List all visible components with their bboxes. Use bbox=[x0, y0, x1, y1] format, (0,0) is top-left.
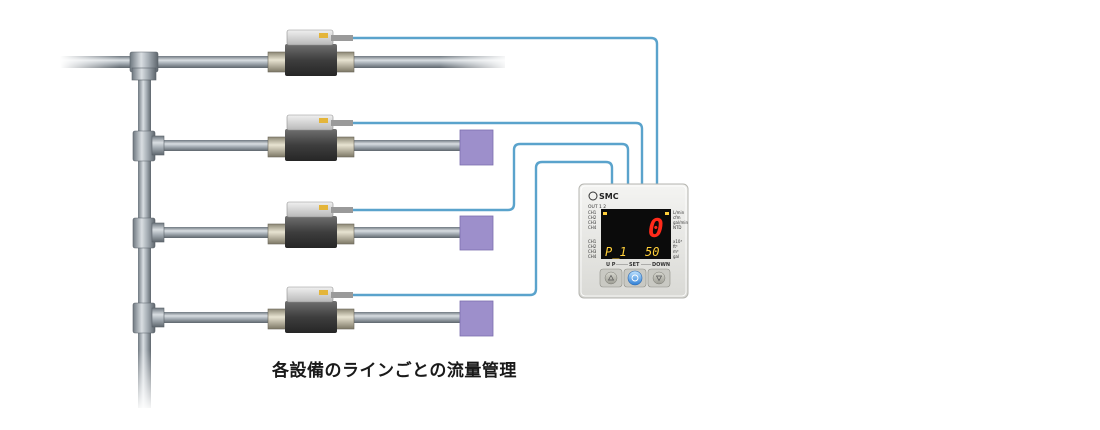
down-button[interactable] bbox=[647, 268, 671, 288]
brand-label: SMC bbox=[599, 192, 619, 201]
set-button[interactable] bbox=[623, 268, 647, 288]
cable-line-2 bbox=[352, 121, 644, 186]
equipment-boxes bbox=[459, 129, 494, 337]
out-label: OUT 1 2 bbox=[588, 204, 606, 210]
tee-fittings bbox=[129, 51, 165, 334]
channel-top-2: CH2 bbox=[588, 215, 597, 220]
channel-bottom-3: CH3 bbox=[588, 249, 597, 254]
tee-fitting-2 bbox=[132, 130, 156, 162]
flow-sensor-2 bbox=[267, 114, 355, 161]
flow-sensors bbox=[267, 29, 355, 333]
cable-line-4 bbox=[352, 160, 614, 297]
diagram-caption: 各設備のラインごとの流量管理 bbox=[272, 361, 517, 381]
unit-bottom-1: x10³ bbox=[673, 239, 682, 244]
tee-fitting-4 bbox=[132, 302, 156, 334]
cable-line-3 bbox=[352, 142, 630, 212]
unit-bottom-2: ft³ bbox=[673, 244, 678, 249]
unit-top-4: NTD bbox=[673, 225, 682, 230]
equipment-box-1 bbox=[459, 129, 494, 166]
channel-top-3: CH3 bbox=[588, 220, 597, 225]
tee-fitting-3 bbox=[132, 217, 156, 249]
sub-display-label: P_1 bbox=[605, 245, 627, 259]
flow-sensor-4 bbox=[267, 286, 355, 333]
unit-top-1: L/min bbox=[673, 210, 685, 215]
channel-bottom-1: CH1 bbox=[588, 239, 597, 244]
main-flow-value: 0 bbox=[648, 214, 664, 244]
cable-line-1 bbox=[352, 36, 659, 186]
brand-logo-icon bbox=[588, 191, 598, 201]
channel-top-4: CH4 bbox=[588, 225, 597, 230]
up-button[interactable] bbox=[599, 268, 623, 288]
equipment-box-2 bbox=[459, 215, 494, 251]
down-button-label: DOWN bbox=[652, 262, 670, 268]
channel-bottom-2: CH2 bbox=[588, 244, 597, 249]
unit-bottom-4: gal bbox=[673, 254, 679, 259]
triangle-up-icon bbox=[607, 274, 615, 281]
unit-bottom-3: m³ bbox=[673, 249, 679, 254]
unit-top-2: cfm bbox=[673, 215, 681, 220]
triangle-down-icon bbox=[655, 275, 663, 282]
unit-top-3: gal/min bbox=[673, 220, 688, 225]
signal-cables bbox=[352, 36, 659, 297]
sub-display-value: 50 bbox=[645, 245, 659, 259]
equipment-box-3 bbox=[459, 300, 494, 337]
up-button-label: U P bbox=[606, 262, 616, 268]
set-button-label: SET bbox=[629, 262, 640, 268]
flow-monitor-unit: SMC OUT 1 2 CH1 CH2 CH3 CH4 CH1 CH2 CH3 … bbox=[578, 183, 689, 299]
channel-top-1: CH1 bbox=[588, 210, 597, 215]
lcd-display bbox=[601, 209, 671, 259]
channel-bottom-4: CH4 bbox=[588, 254, 597, 259]
flow-sensor-1 bbox=[267, 29, 355, 76]
set-circle-icon bbox=[631, 274, 639, 282]
flow-sensor-3 bbox=[267, 201, 355, 248]
